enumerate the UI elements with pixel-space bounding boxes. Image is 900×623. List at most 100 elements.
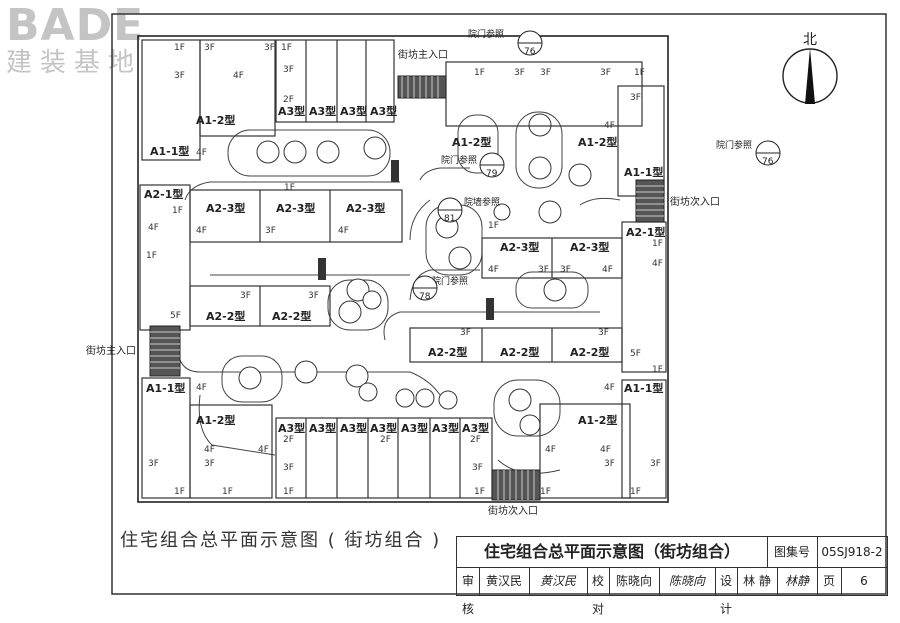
tree [528, 156, 552, 180]
svg-text:81: 81 [444, 214, 455, 224]
svg-text:4F: 4F [258, 445, 269, 455]
svg-text:1F: 1F [174, 43, 185, 53]
gate-markers [318, 160, 494, 320]
svg-text:4F: 4F [545, 445, 556, 455]
site-plan: 北 街坊主入口 街坊主入口 街坊次入口 街坊次入口 院门参照 76 院门参照 7… [86, 13, 887, 595]
svg-text:4F: 4F [652, 259, 663, 269]
green-area [493, 379, 561, 437]
review-name: 黄汉民 [479, 567, 530, 595]
building-a3-row-top [275, 39, 395, 123]
tree [283, 140, 307, 164]
tree [358, 382, 378, 402]
svg-text:A3型: A3型 [309, 421, 336, 435]
tree [238, 366, 262, 390]
atlas-number: 05SJ918-2 [821, 545, 883, 559]
svg-text:4F: 4F [148, 223, 159, 233]
building-a1-2-top-left [199, 39, 276, 137]
north-label: 北 [803, 32, 817, 48]
entrance-main-top-hatch [397, 75, 447, 99]
tree [438, 390, 458, 410]
svg-text:3F: 3F [560, 265, 571, 275]
svg-text:1F: 1F [146, 251, 157, 261]
svg-text:1F: 1F [488, 221, 499, 231]
svg-text:5F: 5F [630, 349, 641, 359]
svg-text:4F: 4F [488, 265, 499, 275]
svg-text:A3型: A3型 [462, 421, 489, 435]
buildings [139, 39, 667, 499]
svg-text:A2-3型: A2-3型 [276, 201, 315, 215]
tree [543, 278, 567, 302]
drawing-sheet: BADE 建装基地 [6, 4, 888, 616]
svg-text:1F: 1F [652, 365, 663, 375]
svg-text:4F: 4F [204, 445, 215, 455]
svg-text:A3型: A3型 [370, 421, 397, 435]
svg-text:4F: 4F [233, 71, 244, 81]
svg-text:79: 79 [486, 169, 498, 179]
drawing-caption: 住宅组合总平面示意图 ( 街坊组合 ) [120, 530, 442, 551]
green-area [457, 114, 499, 174]
tree [568, 163, 592, 187]
svg-text:4F: 4F [604, 121, 615, 131]
design-name: 林 静 [737, 567, 778, 595]
svg-text:4F: 4F [600, 445, 611, 455]
svg-text:1F: 1F [222, 487, 233, 497]
svg-text:1F: 1F [284, 183, 295, 193]
building-a1-2-bottom-left [189, 404, 273, 499]
building-a3-row-bottom [275, 417, 493, 499]
svg-text:4F: 4F [602, 265, 613, 275]
svg-text:2F: 2F [283, 435, 294, 445]
svg-text:院门参照: 院门参照 [432, 275, 468, 287]
svg-text:3F: 3F [264, 43, 275, 53]
svg-text:5F: 5F [170, 311, 181, 321]
tree [493, 203, 511, 221]
building-a2-2-row-right [409, 327, 623, 363]
svg-text:A1-2型: A1-2型 [452, 135, 491, 149]
ref-symbol: 院门参照 76 [468, 28, 543, 57]
green-area [227, 129, 391, 177]
page-label: 页 [817, 567, 842, 595]
svg-text:76: 76 [762, 157, 774, 167]
svg-text:3F: 3F [604, 459, 615, 469]
svg-text:A3型: A3型 [340, 421, 367, 435]
svg-text:1F: 1F [283, 487, 294, 497]
svg-text:1F: 1F [652, 239, 663, 249]
entrance-label-main-top: 街坊主入口 [398, 48, 448, 61]
internal-roads [179, 167, 621, 474]
entrance-main-left-hatch [149, 325, 181, 377]
svg-text:A2-1型: A2-1型 [144, 187, 183, 201]
svg-text:3F: 3F [472, 463, 483, 473]
svg-text:A2-3型: A2-3型 [206, 201, 245, 215]
building-type-labels: A1-2型 A1-1型 A3型 A3型 A3型 A3型 A1-2型 A1-2型 … [144, 104, 665, 435]
svg-text:院门参照: 院门参照 [441, 154, 477, 166]
tree [538, 200, 562, 224]
svg-text:A2-3型: A2-3型 [346, 201, 385, 215]
gate-marker [391, 160, 399, 182]
svg-text:3F: 3F [283, 65, 294, 75]
svg-text:4F: 4F [604, 383, 615, 393]
svg-text:A2-1型: A2-1型 [626, 225, 665, 239]
ref-symbol: 院墙参照 81 [437, 196, 500, 224]
atlas-label: 图集号 [767, 537, 818, 567]
svg-text:A3型: A3型 [309, 104, 336, 118]
title-block-row: 住宅组合总平面示意图（街坊组合） 图集号 05SJ918-2 [457, 537, 887, 568]
svg-text:3F: 3F [204, 459, 215, 469]
svg-text:1F: 1F [474, 68, 485, 78]
detail-references: 院门参照 76 院门参照 79 院门参照 76 院墙参照 8 [412, 28, 781, 302]
svg-text:3F: 3F [204, 43, 215, 53]
svg-text:A1-1型: A1-1型 [146, 381, 185, 395]
svg-text:3F: 3F [265, 226, 276, 236]
check-label: 校对 [587, 567, 610, 616]
svg-text:A1-1型: A1-1型 [624, 165, 663, 179]
svg-text:A2-2型: A2-2型 [206, 309, 245, 323]
svg-text:A1-2型: A1-2型 [196, 413, 235, 427]
svg-text:3F: 3F [174, 71, 185, 81]
check-signature: 陈晓向 [659, 567, 716, 595]
svg-text:A3型: A3型 [340, 104, 367, 118]
tree [362, 290, 382, 310]
building-a1-1-top-left [141, 39, 201, 161]
building-a1-1-bottom-right [621, 379, 667, 499]
svg-text:3F: 3F [460, 328, 471, 338]
svg-text:A2-2型: A2-2型 [272, 309, 311, 323]
title-block-title: 住宅组合总平面示意图（街坊组合） [457, 537, 768, 567]
svg-text:3F: 3F [240, 291, 251, 301]
